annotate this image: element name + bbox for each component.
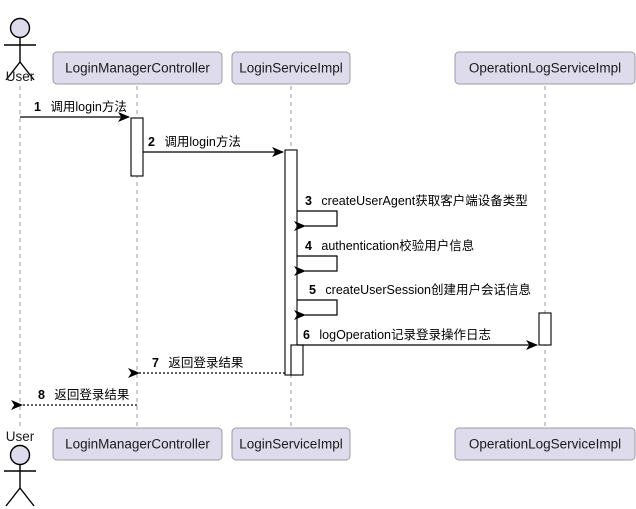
message-8[interactable]: 8 返回登录结果: [10, 386, 137, 410]
activation-bar-loginservice-nested: [290, 344, 304, 376]
activation-bar-oplogservice: [538, 312, 552, 346]
message-label: 3 createUserAgent获取客户端设备类型: [305, 192, 528, 209]
participant-box[interactable]: [454, 427, 636, 461]
message-3[interactable]: 3 createUserAgent获取客户端设备类型: [294, 192, 528, 231]
message-1[interactable]: 1 调用login方法: [20, 98, 130, 122]
actor-left-leg-line: [5, 487, 21, 507]
message-2[interactable]: 2 调用login方法: [143, 133, 284, 157]
activation-bars: [130, 117, 552, 376]
message-number: 7: [152, 356, 159, 370]
message-text: 调用login方法: [164, 134, 240, 149]
participant-header-oplogservice[interactable]: OperationLogServiceImpl: [454, 51, 636, 85]
message-text: authentication校验用户信息: [321, 238, 474, 253]
actor-left-leg-line: [5, 61, 21, 81]
participant-box[interactable]: [454, 51, 636, 85]
actor-right-leg-line: [19, 487, 35, 507]
message-label: 4 authentication校验用户信息: [305, 237, 474, 254]
message-number: 2: [148, 135, 155, 149]
participant-label-oplogservice: OperationLogServiceImpl: [469, 437, 621, 452]
actor-head-icon: [9, 17, 31, 39]
message-text: 返回登录结果: [54, 387, 130, 402]
participant-label-controller: LoginManagerController: [65, 61, 210, 76]
participant-label-loginservice: LoginServiceImpl: [239, 437, 343, 452]
message-5[interactable]: 5 createUserSession创建用户会话信息: [294, 281, 531, 320]
message-self-arrow: [294, 210, 338, 231]
message-number: 3: [305, 194, 312, 208]
message-text: createUserSession创建用户会话信息: [325, 282, 531, 297]
message-label: 2 调用login方法: [148, 133, 241, 150]
message-label: 5 createUserSession创建用户会话信息: [309, 281, 531, 298]
message-self-arrow: [294, 299, 338, 320]
participant-footer-controller[interactable]: LoginManagerController: [52, 427, 223, 461]
participant-box[interactable]: [231, 427, 351, 461]
message-label: 6 logOperation记录登录操作日志: [303, 326, 491, 343]
message-4[interactable]: 4 authentication校验用户信息: [294, 237, 474, 276]
actor-user-top[interactable]: User: [4, 17, 36, 85]
message-number: 6: [303, 328, 310, 342]
activation-bar-loginservice: [284, 149, 298, 376]
activation-bar-controller: [130, 117, 144, 177]
message-label: 1 调用login方法: [34, 98, 127, 115]
participant-label-oplogservice: OperationLogServiceImpl: [469, 61, 621, 76]
participant-footer-oplogservice[interactable]: OperationLogServiceImpl: [454, 427, 636, 461]
message-7[interactable]: 7 返回登录结果: [128, 354, 285, 378]
participant-label-controller: LoginManagerController: [65, 437, 210, 452]
message-number: 5: [309, 283, 316, 297]
actor-head-icon: [9, 444, 31, 466]
message-label: 7 返回登录结果: [152, 354, 244, 371]
message-text: 调用login方法: [50, 99, 126, 114]
message-text: createUserAgent获取客户端设备类型: [321, 193, 527, 208]
message-label: 8 返回登录结果: [38, 386, 130, 403]
participant-header-loginservice[interactable]: LoginServiceImpl: [231, 51, 351, 85]
actor-user-bottom[interactable]: User: [4, 429, 36, 507]
participant-box[interactable]: [231, 51, 351, 85]
message-number: 1: [34, 100, 41, 114]
message-self-arrow: [294, 255, 338, 276]
message-number: 8: [38, 388, 45, 402]
message-text: 返回登录结果: [168, 355, 244, 370]
actor-user-bottom-label: User: [6, 429, 35, 444]
participant-header-controller[interactable]: LoginManagerController: [52, 51, 223, 85]
participant-label-loginservice: LoginServiceImpl: [239, 61, 343, 76]
actor-user-top-label: User: [6, 69, 35, 84]
message-text: logOperation记录登录操作日志: [319, 327, 491, 342]
lifelines: [19, 86, 546, 428]
participant-box[interactable]: [52, 51, 223, 85]
message-6[interactable]: 6 logOperation记录登录操作日志: [297, 326, 538, 350]
participant-box[interactable]: [52, 427, 223, 461]
actor-right-leg-line: [19, 61, 35, 81]
message-number: 4: [305, 239, 312, 253]
participant-footer-loginservice[interactable]: LoginServiceImpl: [231, 427, 351, 461]
